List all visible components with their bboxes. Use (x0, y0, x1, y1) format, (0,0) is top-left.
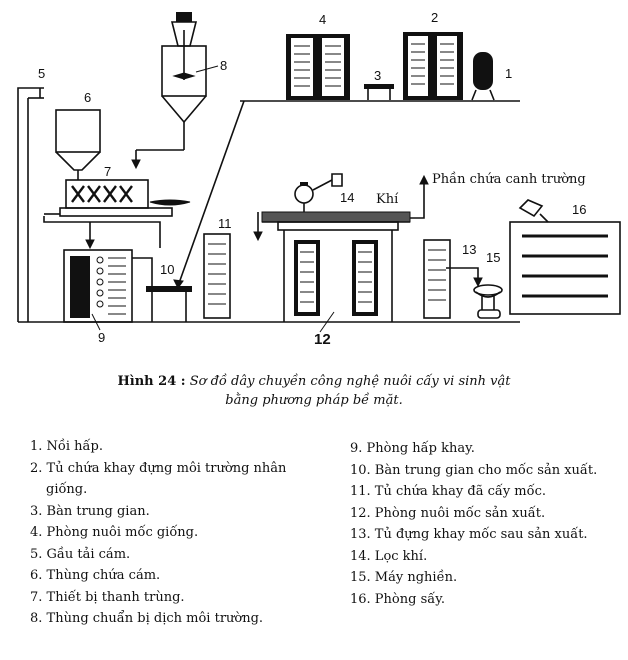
caption-line2: bằng phương pháp bề mặt. (225, 393, 403, 408)
label-3: 3 (374, 68, 381, 83)
label-14: 14 (340, 190, 354, 205)
steam-chamber-9 (63, 249, 133, 323)
grinder-15 (473, 284, 503, 319)
leader-8 (195, 65, 219, 73)
legend-item-14: 14. Lọc khí. (350, 548, 428, 564)
legend-right: 9. Phòng hấp khay. 10. Bàn trung gian ch… (350, 438, 620, 610)
legend-item-7: 7. Thiết bị thanh trùng. (30, 589, 185, 605)
room-12 (253, 211, 411, 322)
label-15: 15 (486, 250, 500, 265)
legend-item-6: 6. Thùng chứa cám. (30, 568, 161, 583)
label-5: 5 (38, 66, 45, 81)
legend-item-2: 2. Tủ chứa khay đựng môi trường nhân giố… (30, 460, 287, 498)
legend-item-10: 10. Bàn trung gian cho mốc sản xuất. (350, 462, 598, 478)
air-outlet (410, 180, 425, 219)
label-8: 8 (220, 58, 227, 73)
label-khi: Khí (376, 192, 399, 207)
label-7: 7 (104, 164, 111, 179)
elevator-5 (17, 87, 44, 322)
legend-item-16: 16. Phòng sấy. (350, 591, 445, 607)
legend-item-3: 3. Bàn trung gian. (30, 503, 150, 519)
leader-12 (319, 311, 335, 333)
link-9-10 (132, 257, 153, 288)
label-12: 12 (314, 331, 331, 348)
cabinet-2 (403, 32, 463, 100)
autoclave-1 (471, 52, 495, 101)
legend-item-13: 13. Tủ đựng khay mốc sau sản xuất. (350, 527, 588, 542)
cabinet-4 (286, 34, 350, 100)
process-diagram: 4 3 2 1 8 (17, 10, 621, 348)
legend-item-12: 12. Phòng nuôi mốc sản xuất. (350, 505, 546, 521)
legend-item-1: 1. Nồi hấp. (30, 439, 103, 454)
rack-11 (203, 233, 231, 319)
air-filter-14 (294, 173, 343, 212)
legend-item-5: 5. Gầu tải cám. (30, 546, 131, 562)
table-10 (146, 100, 245, 322)
tank-8 (131, 12, 207, 170)
sterilizer-7 (43, 179, 191, 248)
legend-item-4: 4. Phòng nuôi mốc giống. (30, 525, 199, 540)
hopper-6 (55, 109, 101, 180)
legend-item-15: 15. Máy nghiền. (350, 570, 458, 585)
label-6: 6 (84, 90, 91, 105)
label-10: 10 (160, 262, 174, 277)
rack-13 (423, 239, 483, 319)
table-3 (364, 84, 394, 100)
caption-title: Hình 24 : (117, 374, 186, 389)
legend-item-8: 8. Thùng chuẩn bị dịch môi trường. (30, 611, 264, 626)
legend-left: 1. Nồi hấp. 2. Tủ chứa khay đựng môi trư… (30, 436, 330, 630)
figure-caption: Hình 24 : Sơ đồ dây chuyền công nghệ nuô… (0, 372, 628, 410)
label-16: 16 (572, 202, 586, 217)
label-phan-chua: Phần chứa canh trường (432, 171, 586, 187)
caption-line1: Sơ đồ dây chuyền công nghệ nuôi cấy vi s… (189, 374, 511, 389)
label-9: 9 (98, 330, 105, 345)
dryer-16 (509, 199, 621, 315)
label-13: 13 (462, 242, 476, 257)
label-1: 1 (505, 66, 512, 81)
legend-item-9: 9. Phòng hấp khay. (350, 441, 475, 456)
legend-item-11: 11. Tủ chứa khay đã cấy mốc. (350, 484, 546, 499)
label-2: 2 (431, 10, 438, 25)
leader-9 (91, 313, 101, 331)
label-4: 4 (319, 12, 326, 27)
label-11: 11 (218, 216, 232, 231)
